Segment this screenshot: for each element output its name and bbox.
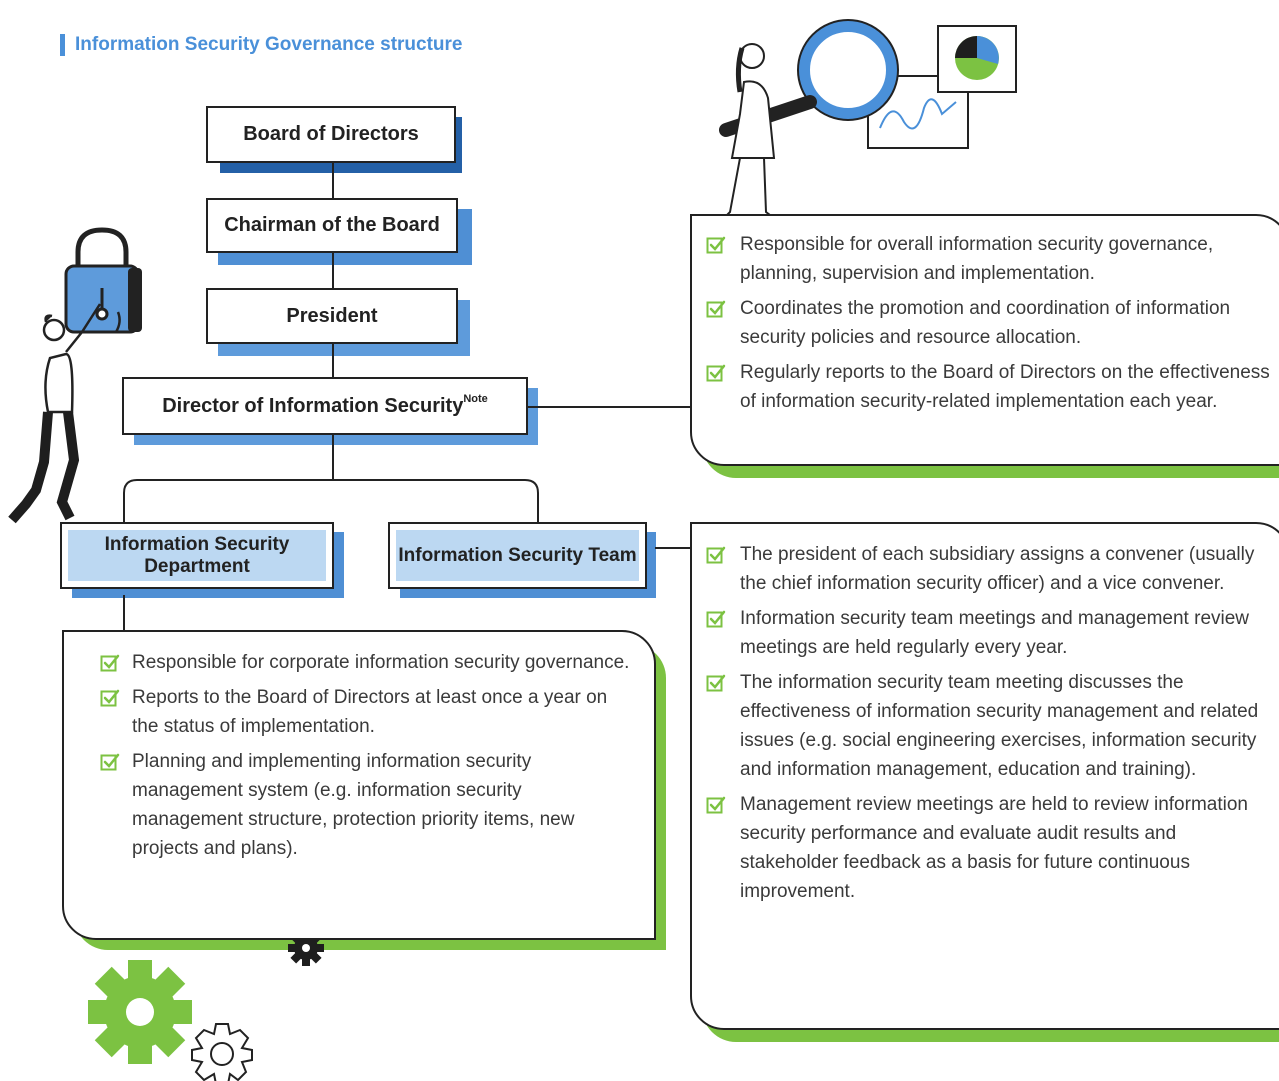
duty-text: Responsible for corporate information se… xyxy=(132,652,630,673)
duty-item: Information security team meetings and m… xyxy=(692,604,1270,662)
duty-item: Reports to the Board of Directors at lea… xyxy=(98,683,634,741)
director-duties-list: Responsible for overall information secu… xyxy=(692,230,1270,416)
gear-icon-large xyxy=(88,960,192,1064)
duty-item: Coordinates the promotion and coordinati… xyxy=(692,294,1270,352)
duty-text: Regularly reports to the Board of Direct… xyxy=(740,362,1270,412)
duty-text: Management review meetings are held to r… xyxy=(740,794,1248,902)
woman-figure xyxy=(723,43,776,219)
duty-item: Planning and implementing information se… xyxy=(98,747,634,863)
team-label: Information Security Team xyxy=(396,530,639,581)
checkbox-icon xyxy=(706,236,726,254)
director-box: Director of Information SecurityNote xyxy=(122,377,528,435)
director-label: Director of Information SecurityNote xyxy=(162,392,488,418)
connector-split-units xyxy=(123,479,539,522)
team-duties-list: The president of each subsidiary assigns… xyxy=(692,540,1270,906)
duty-item: Responsible for corporate information se… xyxy=(98,648,634,677)
department-duties-list: Responsible for corporate information se… xyxy=(98,648,634,863)
checkbox-icon xyxy=(706,610,726,628)
magnifier-person-illustration xyxy=(719,19,1017,219)
team-duties-callout: The president of each subsidiary assigns… xyxy=(690,522,1279,1030)
board-label: Board of Directors xyxy=(243,123,419,145)
president-box: President xyxy=(206,288,458,344)
gear-cluster-illustration xyxy=(88,930,324,1081)
section-title: Information Security Governance structur… xyxy=(60,34,463,56)
duty-text: Coordinates the promotion and coordinati… xyxy=(740,298,1231,348)
padlock-icon xyxy=(64,227,142,334)
duty-item: Management review meetings are held to r… xyxy=(692,790,1270,906)
duty-item: Regularly reports to the Board of Direct… xyxy=(692,358,1270,416)
person-figure xyxy=(8,303,121,524)
duty-text: The president of each subsidiary assigns… xyxy=(740,544,1255,594)
title-accent-bar xyxy=(60,34,65,56)
checkbox-icon xyxy=(706,546,726,564)
department-label: Information Security Department xyxy=(68,530,326,581)
department-duties-callout: Responsible for corporate information se… xyxy=(62,630,656,940)
page-title: Information Security Governance structur… xyxy=(75,34,463,55)
duty-text: The information security team meeting di… xyxy=(740,672,1259,780)
director-note: Note xyxy=(463,392,488,405)
checkbox-icon xyxy=(706,674,726,692)
team-box: Information Security Team xyxy=(388,522,647,589)
duty-item: The information security team meeting di… xyxy=(692,668,1270,784)
person-padlock-illustration xyxy=(8,227,142,524)
duty-text: Reports to the Board of Directors at lea… xyxy=(132,687,608,737)
department-box: Information Security Department xyxy=(60,522,334,589)
director-title: Director of Information Security xyxy=(162,394,464,417)
duty-text: Planning and implementing information se… xyxy=(132,751,575,859)
gear-icon xyxy=(288,930,324,966)
president-label: President xyxy=(286,304,378,327)
gear-icon-outline xyxy=(191,1023,253,1081)
duty-text: Information security team meetings and m… xyxy=(740,608,1250,658)
chairman-box: Chairman of the Board xyxy=(206,198,458,253)
checkbox-icon xyxy=(100,654,120,672)
checkbox-icon xyxy=(706,796,726,814)
checkbox-icon xyxy=(706,364,726,382)
duty-item: Responsible for overall information secu… xyxy=(692,230,1270,288)
pie-chart-icon xyxy=(937,25,1017,93)
checkbox-icon xyxy=(100,689,120,707)
director-duties-callout: Responsible for overall information secu… xyxy=(690,214,1279,466)
duty-item: The president of each subsidiary assigns… xyxy=(692,540,1270,598)
checkbox-icon xyxy=(706,300,726,318)
chairman-label: Chairman of the Board xyxy=(224,214,440,236)
board-of-directors-box: Board of Directors xyxy=(206,106,456,163)
checkbox-icon xyxy=(100,753,120,771)
duty-text: Responsible for overall information secu… xyxy=(740,234,1214,284)
